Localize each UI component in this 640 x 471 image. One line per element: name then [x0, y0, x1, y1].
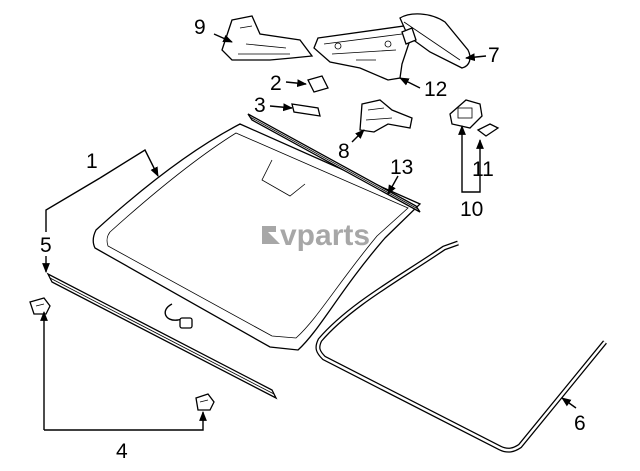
callout-13: 13: [390, 156, 413, 179]
watermark: vparts: [262, 219, 370, 252]
rain-sensor-bracket: [359, 99, 413, 133]
gel-pad: [476, 123, 500, 137]
side-molding: [46, 272, 278, 400]
callout-6: 6: [574, 412, 586, 435]
leader-lines: [40, 33, 577, 431]
mirror-cover-bracket: [221, 15, 314, 61]
rain-sensor: [449, 99, 483, 129]
retainer-clip-upper: [29, 297, 51, 315]
brand-logo-icon: [262, 226, 280, 244]
sensor-bracket: [313, 25, 411, 81]
callout-4: 4: [116, 440, 128, 463]
callout-3: 3: [254, 94, 266, 117]
callout-1: 1: [86, 150, 98, 173]
callout-9: 9: [194, 16, 206, 39]
callout-12: 12: [424, 78, 447, 101]
pad: [291, 103, 321, 117]
callout-2: 2: [270, 72, 282, 95]
callout-numbers: 1 2 3 4 5 6 7 8 9 10 11 12 13: [40, 16, 586, 463]
callout-5: 5: [40, 234, 52, 257]
small-cover: [307, 75, 329, 93]
callout-7: 7: [488, 44, 500, 67]
glass-seal: [315, 240, 607, 453]
windshield-glass: [92, 123, 422, 351]
callout-8: 8: [338, 140, 350, 163]
rear-view-mirror: [399, 13, 471, 69]
watermark-text: vparts: [280, 219, 370, 252]
retainer-clip-lower: [195, 393, 215, 411]
callout-10: 10: [460, 198, 483, 221]
callout-11: 11: [472, 158, 494, 181]
